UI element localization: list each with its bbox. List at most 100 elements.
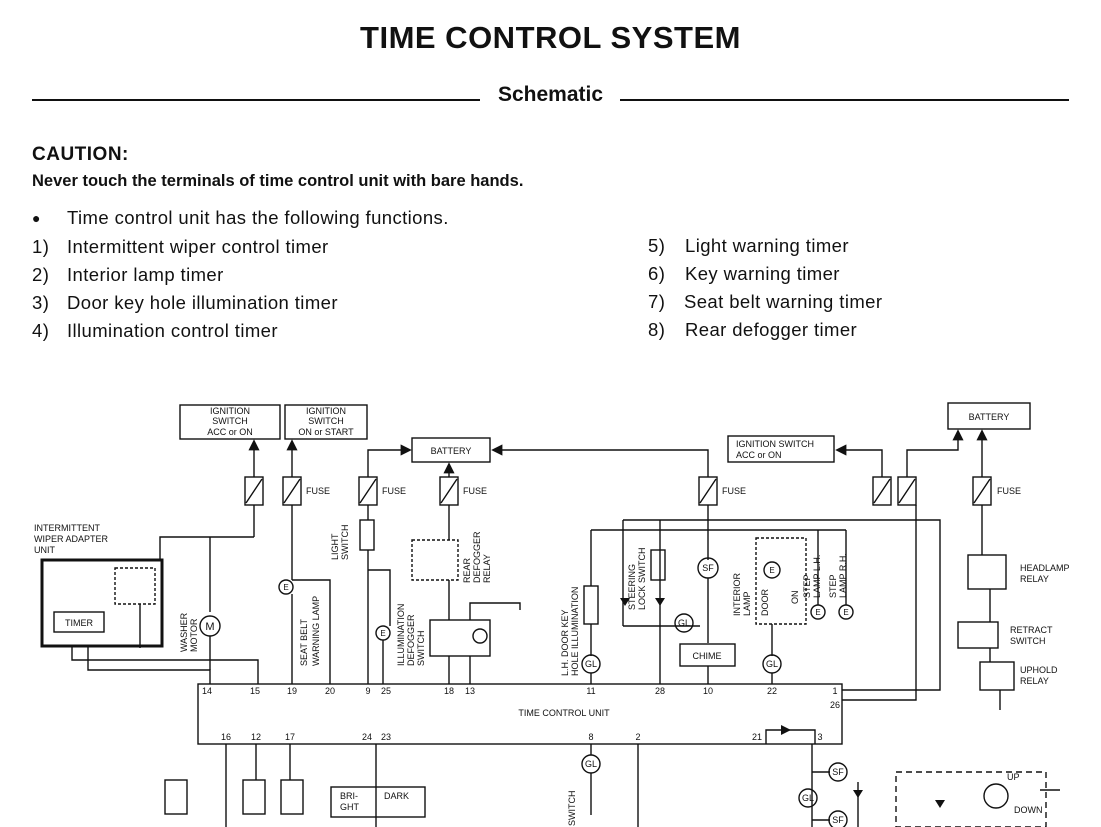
- terminal-number: 3: [817, 732, 822, 742]
- sf-symbol: SF: [832, 767, 844, 777]
- terminal-number: 10: [703, 686, 713, 696]
- section-heading: Schematic: [32, 83, 1069, 108]
- illum-lamp-symbol: E: [380, 629, 385, 638]
- retract-label-l1: RETRACT: [1010, 625, 1053, 635]
- terminal-number: 25: [381, 686, 391, 696]
- terminal-number: 17: [285, 732, 295, 742]
- list-intro-text: Time control unit has the following func…: [67, 207, 449, 228]
- timer-box: [53, 611, 105, 633]
- motor-symbol: M: [205, 621, 214, 633]
- sf-symbol: SF: [702, 563, 714, 573]
- fuse-label: FUSE: [306, 486, 330, 496]
- terminal-number: 21: [752, 732, 762, 742]
- illum-label-l1: ILLUMINATION: [396, 604, 406, 666]
- step-lh-label-l2: LAMP L.H.: [812, 555, 822, 598]
- light-switch-label-l2: SWITCH: [340, 525, 350, 561]
- terminal-number: 12: [251, 732, 261, 742]
- headlamp-relay-box: [967, 554, 1007, 590]
- step-lh-lamp-symbol: E: [815, 608, 820, 617]
- uphold-label-l2: RELAY: [1020, 676, 1049, 686]
- gl-symbol: GL: [585, 759, 597, 769]
- terminal-number: 14: [202, 686, 212, 696]
- step-rh-label-l1: STEP: [828, 574, 838, 598]
- caution-label: CAUTION:: [32, 144, 129, 165]
- seatbelt-lamp-icon: [278, 579, 294, 595]
- step-rh-label-l2: LAMP R.H.: [838, 553, 848, 598]
- ign1-l2: SWITCH: [212, 416, 248, 426]
- terminal-number: 9: [365, 686, 370, 696]
- interior-lamp-symbol: E: [769, 566, 774, 575]
- seatbelt-label-l2: WARNING LAMP: [311, 596, 321, 666]
- terminal-number: 16: [221, 732, 231, 742]
- fuse-label: FUSE: [722, 486, 746, 496]
- fuse-label: FUSE: [382, 486, 406, 496]
- ign1-l3: ACC or ON: [207, 427, 253, 437]
- illum-label-l3: SWITCH: [416, 631, 426, 667]
- terminal-number: 24: [362, 732, 372, 742]
- ignition-switch-acc-box-right: [727, 435, 835, 463]
- terminal-number: 19: [287, 686, 297, 696]
- uphold-label-l1: UPHOLD: [1020, 665, 1058, 675]
- dark-label: DARK: [384, 791, 409, 801]
- terminal-number: 20: [325, 686, 335, 696]
- rear-label-l3: RELAY: [482, 554, 492, 583]
- motor-assembly-box: [895, 771, 1047, 827]
- interior-label-l1: INTERIOR: [732, 572, 742, 616]
- time-control-unit-label: TIME CONTROL UNIT: [518, 708, 610, 718]
- uphold-relay-box: [979, 661, 1015, 691]
- ign3-l1: IGNITION SWITCH: [736, 439, 814, 449]
- gl-symbol: GL: [802, 793, 814, 803]
- down-label: DOWN: [1014, 805, 1043, 815]
- terminal-number: 8: [588, 732, 593, 742]
- fuse-label: FUSE: [997, 486, 1021, 496]
- washer-label-l1: WASHER: [179, 612, 189, 652]
- door-key-lamp-icon: [583, 585, 599, 625]
- fuse-label: FUSE: [463, 486, 487, 496]
- wiper-label-l1: INTERMITTENT: [34, 523, 100, 533]
- ignition-switch-acc-box: [179, 404, 281, 440]
- terminal-number: 13: [465, 686, 475, 696]
- steer-label-l1: STEERING: [627, 564, 637, 610]
- rear-label-l1: REAR: [462, 557, 472, 583]
- terminal-number: 26: [830, 700, 840, 710]
- time-control-unit-box: [197, 683, 843, 745]
- ign2-l1: IGNITION: [306, 406, 346, 416]
- on-label: ON: [790, 591, 800, 605]
- page-title: TIME CONTROL SYSTEM: [360, 20, 741, 55]
- rear-defogger-relay: [411, 539, 459, 581]
- door-label-l1: L.H. DOOR KEY: [560, 609, 570, 676]
- timer-label: TIMER: [65, 618, 93, 628]
- battery-mid-label: BATTERY: [431, 446, 472, 456]
- terminal-number: 28: [655, 686, 665, 696]
- terminal-number: 23: [381, 732, 391, 742]
- switch-icon: [242, 779, 266, 815]
- retract-switch-box: [957, 621, 999, 649]
- switch-icon: [164, 779, 188, 815]
- step-rh-lamp-symbol: E: [843, 608, 848, 617]
- ignition-switch-start-box: [284, 404, 368, 440]
- wiper-label-l3: UNIT: [34, 545, 55, 555]
- washer-label-l2: MOTOR: [189, 618, 199, 652]
- interior-lamp-icon: [763, 561, 781, 579]
- retract-label-l2: SWITCH: [1010, 636, 1046, 646]
- seatbelt-lamp-symbol: E: [283, 583, 288, 592]
- light-switch-icon: [359, 519, 375, 551]
- door-label-l2: HOLE ILLUMINATION: [570, 587, 580, 676]
- terminal-number: 2: [635, 732, 640, 742]
- bullet-icon: ●: [32, 210, 41, 226]
- gl-symbol: GL: [585, 659, 597, 669]
- light-switch-label-l1: LIGHT: [330, 533, 340, 560]
- terminal-number: 11: [586, 686, 595, 696]
- headlamp-motor-icon: [983, 783, 1009, 809]
- ign3-l2: ACC or ON: [736, 450, 782, 460]
- bright-l2: GHT: [340, 802, 360, 812]
- bright-l1: BRI-: [340, 791, 358, 801]
- battery-box-right: [947, 402, 1031, 430]
- terminal-number: 1: [832, 686, 837, 696]
- ign2-l2: SWITCH: [308, 416, 344, 426]
- up-label: UP: [1007, 772, 1020, 782]
- steering-lock-switch-icon: [650, 549, 666, 581]
- heading-rule-left: [32, 99, 480, 101]
- caution-text: Never touch the terminals of time contro…: [32, 172, 524, 190]
